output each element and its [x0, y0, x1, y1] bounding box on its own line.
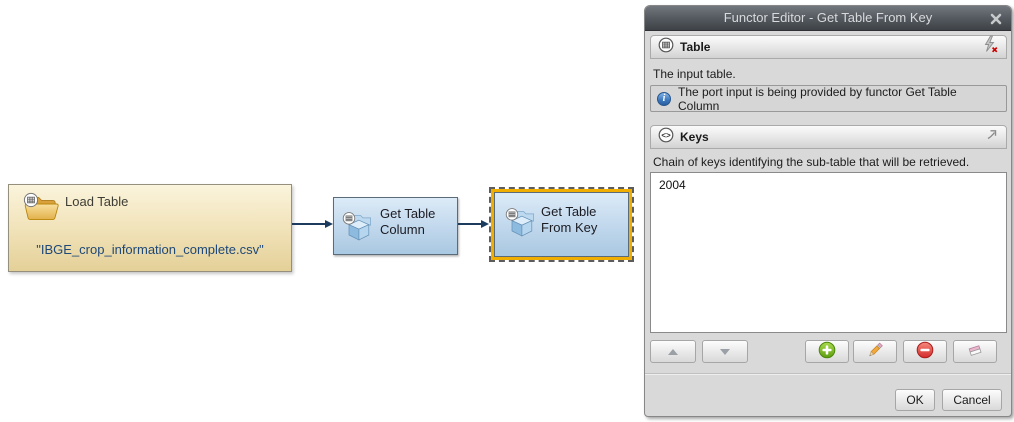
folder-table-icon	[21, 190, 61, 233]
arrow-down-icon	[719, 345, 731, 359]
edge-arrowhead	[325, 220, 333, 228]
code-keys-icon: <>	[658, 127, 674, 148]
edit-key-button[interactable]	[853, 340, 897, 363]
footer-divider	[645, 373, 1011, 375]
table-section-description: The input table.	[653, 67, 736, 81]
keys-section-description: Chain of keys identifying the sub-table …	[653, 155, 970, 169]
popout-icon[interactable]	[984, 127, 999, 147]
move-up-button[interactable]	[650, 340, 696, 363]
dialog-title: Functor Editor - Get Table From Key	[723, 10, 933, 25]
port-info-text: The port input is being provided by func…	[678, 84, 957, 113]
table-section-header[interactable]: Table	[650, 35, 1007, 59]
edge-column-to-key	[458, 223, 482, 225]
functor-editor-dialog: Functor Editor - Get Table From Key Tabl…	[644, 5, 1012, 417]
table-grid-icon	[658, 37, 674, 58]
add-key-button[interactable]	[805, 340, 849, 363]
node-title: Load Table	[65, 194, 129, 209]
eraser-icon	[966, 341, 984, 362]
cancel-button[interactable]: Cancel	[942, 389, 1002, 411]
add-icon	[818, 341, 836, 362]
info-icon: i	[657, 91, 671, 106]
dialog-titlebar[interactable]: Functor Editor - Get Table From Key	[645, 6, 1011, 31]
keys-section-header[interactable]: <> Keys	[650, 125, 1007, 149]
cube-table-icon	[340, 209, 376, 248]
node-filename: "IBGE_crop_information_complete.csv"	[36, 242, 264, 257]
table-section-label: Table	[680, 40, 711, 54]
load-table-node[interactable]: Load Table "IBGE_crop_information_comple…	[8, 184, 292, 272]
close-icon[interactable]	[988, 11, 1004, 27]
keys-list[interactable]: 2004	[650, 172, 1007, 333]
arrow-up-icon	[667, 345, 679, 359]
edge-arrowhead	[481, 220, 489, 228]
clear-keys-button[interactable]	[953, 340, 997, 363]
move-down-button[interactable]	[702, 340, 748, 363]
ok-button[interactable]: OK	[895, 389, 935, 411]
edge-load-to-column	[292, 223, 326, 225]
keys-section-label: Keys	[680, 130, 709, 144]
remove-icon	[916, 341, 934, 362]
port-info-banner: i The port input is being provided by fu…	[650, 84, 1007, 113]
disconnect-binding-icon[interactable]	[980, 35, 999, 59]
keys-list-item[interactable]: 2004	[659, 178, 686, 192]
remove-key-button[interactable]	[903, 340, 947, 363]
edit-pencil-icon	[866, 341, 884, 362]
cube-table-icon	[503, 205, 539, 244]
svg-text:<>: <>	[661, 131, 671, 140]
